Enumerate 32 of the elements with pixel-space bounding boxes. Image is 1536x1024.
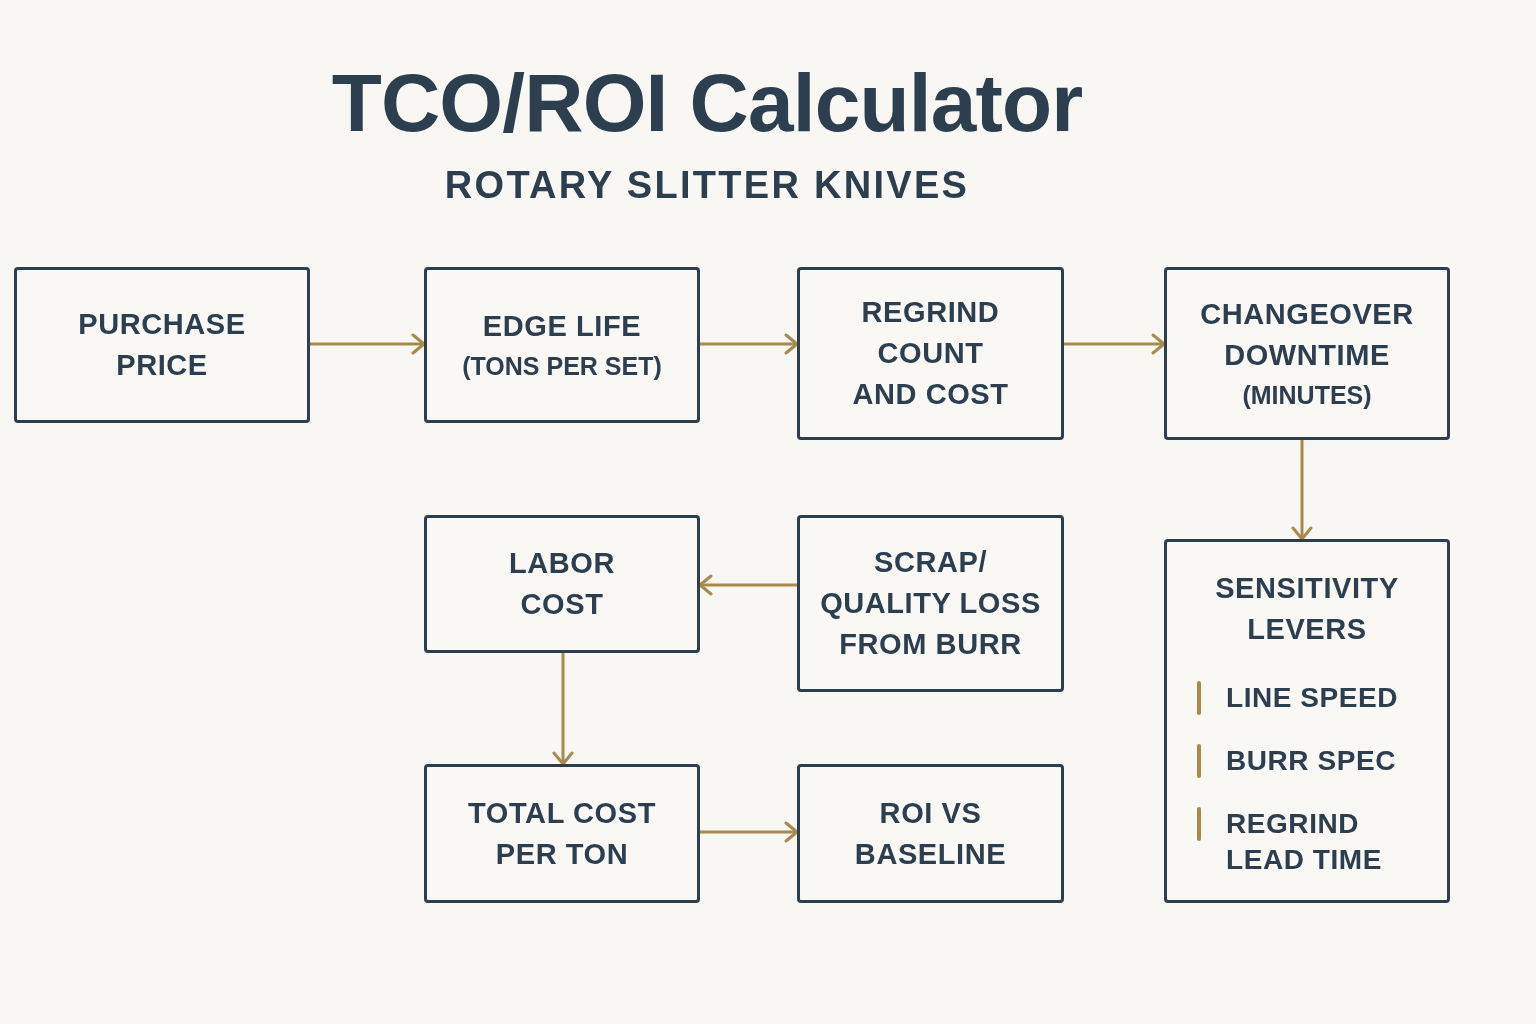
process-box [1164, 267, 1450, 440]
unit-note: (MINUTES) [1242, 379, 1372, 411]
process-box [797, 764, 1064, 903]
process-box [424, 515, 700, 653]
process-box [14, 267, 310, 423]
step-label: SCRAP/ QUALITY LOSS FROM BURR [819, 545, 1042, 662]
arrow [1291, 438, 1313, 541]
diagram-title: TCO/ROI Calculator [331, 62, 1083, 144]
step-label: REGRIND COUNT AND COST [851, 295, 1010, 412]
arrow [698, 821, 799, 843]
arrow [1062, 333, 1166, 355]
lever-label: BURR SPEC [1226, 744, 1396, 778]
lever-label: REGRIND LEAD TIME [1226, 807, 1383, 877]
process-box [797, 267, 1064, 440]
unit-note: (TONS PER SET) [462, 350, 662, 382]
process-box [797, 515, 1064, 692]
step-label: ROI VS BASELINE [853, 795, 1008, 872]
step-label: TOTAL COST PER TON [467, 795, 657, 872]
box-heading: SENSITIVITY LEVERS [1214, 571, 1400, 647]
process-box [424, 267, 700, 423]
arrow [308, 333, 426, 355]
step-label: EDGE LIFE [482, 308, 642, 344]
process-box [1164, 539, 1450, 903]
process-box [424, 764, 700, 903]
arrow [698, 333, 799, 355]
arrow [698, 574, 799, 596]
lever-label: LINE SPEED [1226, 681, 1399, 715]
subtitle: ROTARY SLITTER KNIVES [444, 166, 970, 204]
step-label: CHANGEOVER DOWNTIME [1199, 296, 1415, 373]
step-label: PURCHASE PRICE [77, 307, 247, 383]
step-label: LABOR COST [508, 546, 616, 622]
arrow [552, 651, 574, 766]
